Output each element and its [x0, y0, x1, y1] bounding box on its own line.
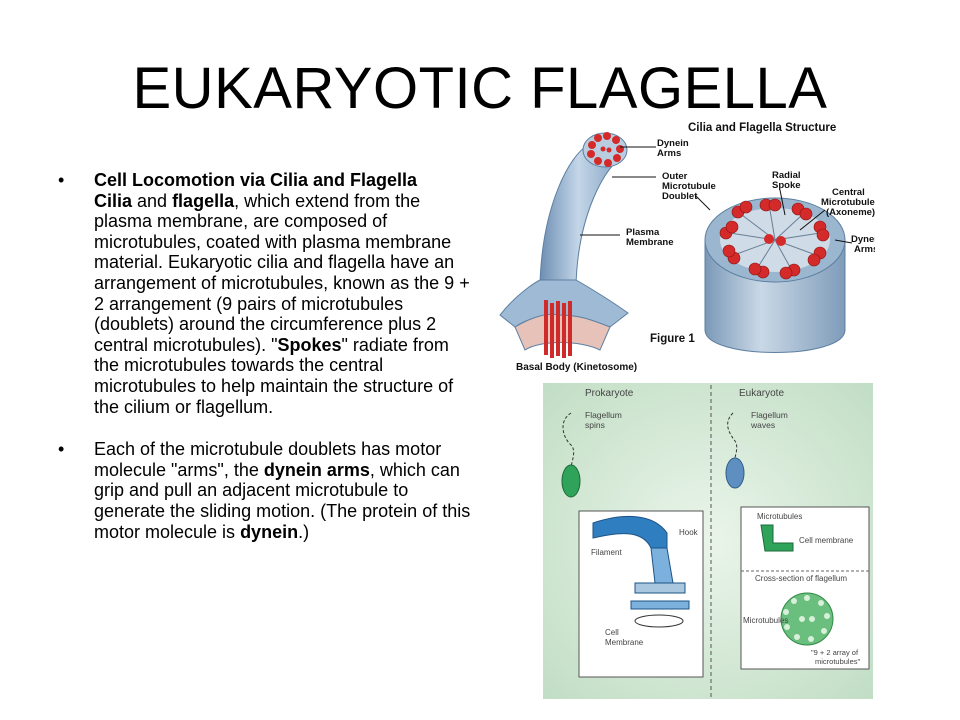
label-microtubules-2: Microtubules: [743, 616, 788, 625]
bullet-item-dynein: • Each of the microtubule doublets has m…: [58, 439, 473, 542]
label-line: microtubules": [815, 657, 861, 666]
eukaryote-flagellum: [727, 412, 738, 460]
term-spokes: Spokes: [277, 334, 342, 355]
label-line: Dynein: [851, 234, 875, 245]
bullet-text: Cell Locomotion via Cilia and Flagella C…: [94, 170, 473, 417]
bullet-item-locomotion: • Cell Locomotion via Cilia and Flagella…: [58, 170, 473, 417]
label-filament: Filament: [591, 548, 622, 557]
rotation-arrow: [634, 614, 684, 628]
text-run: " radiate from the microtubules towards …: [94, 334, 454, 417]
label-line: Dynein: [657, 138, 689, 149]
label-line: Radial: [772, 170, 801, 181]
label-prokaryote: Prokaryote: [585, 388, 634, 399]
bullet-heading: Cell Locomotion via Cilia and Flagella: [94, 170, 418, 190]
prokaryote-inset: [578, 510, 704, 678]
label-line: Doublet: [662, 191, 698, 202]
label-line: Arms: [657, 148, 681, 159]
text-run: Each of the microtubule doublets has mot…: [94, 439, 442, 480]
label-line: Microtubule: [662, 181, 716, 192]
motor-ring: [630, 600, 690, 610]
term-dynein: dynein: [240, 521, 299, 542]
cross-section-doublets: [783, 595, 830, 642]
label-hook: Hook: [679, 528, 699, 537]
term-dynein-arms: dynein arms: [263, 459, 370, 480]
label-line: "9 + 2 array of: [811, 648, 859, 657]
label-line: Flagellum: [585, 410, 622, 420]
label-line: Microtubule: [821, 197, 875, 208]
bullet-dot: •: [58, 170, 65, 190]
microtubule-shape: [760, 524, 794, 552]
label-line: Flagellum: [751, 410, 788, 420]
label-line: Cell: [605, 628, 619, 637]
text-run: , which extend from the plasma membrane,…: [94, 190, 470, 355]
label-line: waves: [750, 420, 775, 430]
label-line: Membrane: [626, 237, 674, 248]
label-line: Spoke: [772, 180, 801, 191]
central-pair: [764, 234, 786, 246]
term-cilia: Cilia: [94, 190, 133, 211]
flagellum-cross-section-circle: [780, 592, 834, 646]
basal-rod: [634, 582, 686, 594]
label-leaders-right: [694, 189, 853, 244]
figure1-title: Cilia and Flagella Structure: [688, 122, 836, 134]
label-line: spins: [585, 420, 605, 430]
label-line: Outer: [662, 171, 688, 182]
label-cross-section: Cross-section of flagellum: [755, 574, 847, 583]
label-cell-membrane-right: Cell membrane: [799, 536, 854, 545]
label-microtubules: Microtubules: [757, 512, 802, 521]
eukaryote-cell: [725, 457, 745, 489]
label-line: Membrane: [605, 638, 644, 647]
label-line: Plasma: [626, 227, 660, 238]
outer-doublets: [719, 198, 830, 280]
slide-title: EUKARYOTIC FLAGELLA: [132, 56, 828, 121]
figure-label: Figure 1: [650, 333, 695, 345]
bullet-text: Each of the microtubule doublets has mot…: [94, 439, 473, 542]
basal-body-microtubules: [544, 300, 572, 358]
bullet-list: • Cell Locomotion via Cilia and Flagella…: [58, 170, 473, 542]
label-leaders-left: [580, 146, 656, 236]
term-flagella: flagella: [172, 190, 235, 211]
label-line: (Axoneme): [826, 207, 875, 218]
label-eukaryote: Eukaryote: [739, 388, 784, 399]
prokaryote-cell: [561, 464, 581, 498]
bullet-dot: •: [58, 439, 65, 460]
prokaryote-flagellum: [562, 412, 575, 469]
label-basal-body: Basal Body (Kinetosome): [516, 362, 637, 373]
label-line: Central: [832, 187, 865, 198]
text-run: and: [132, 190, 173, 211]
text-run: .): [298, 521, 310, 542]
text-run: , which can grip and pull an adjacent mi…: [94, 459, 471, 542]
label-line: Arms: [854, 244, 875, 255]
